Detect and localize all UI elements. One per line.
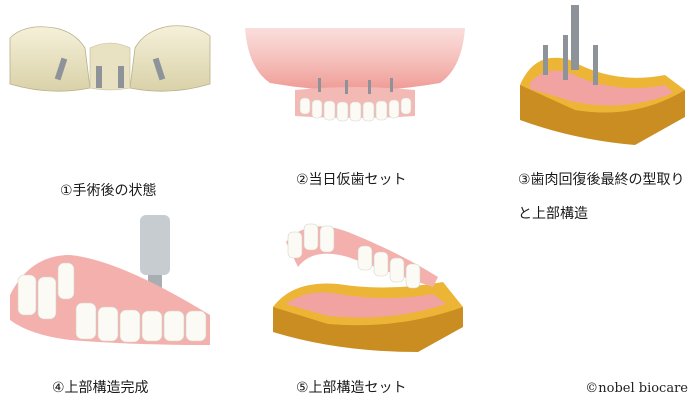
implant-icon (54, 57, 166, 88)
panel-1-illustration (9, 25, 211, 92)
panel-5-caption: ⑤上部構造セット (296, 380, 407, 396)
panel-1-caption: ①手術後の状態 (60, 183, 157, 199)
panel-2-caption: ②当日仮歯セット (296, 172, 407, 188)
impression-post-icon (543, 5, 598, 85)
tooth-icon (17, 262, 207, 343)
panel-3-illustration (520, 5, 685, 145)
panel-5-illustration (273, 223, 463, 352)
tooth-icon (287, 223, 421, 289)
panel-3-caption: ③歯肉回復後最終の型取りと上部構造 (518, 172, 685, 222)
tooth-icon (299, 97, 412, 122)
panel-4-illustration (10, 215, 210, 345)
panel-4-caption: ④上部構造完成 (52, 380, 149, 396)
credit-text: ©nobel biocare (585, 381, 688, 396)
panel-2-illustration (245, 28, 465, 122)
